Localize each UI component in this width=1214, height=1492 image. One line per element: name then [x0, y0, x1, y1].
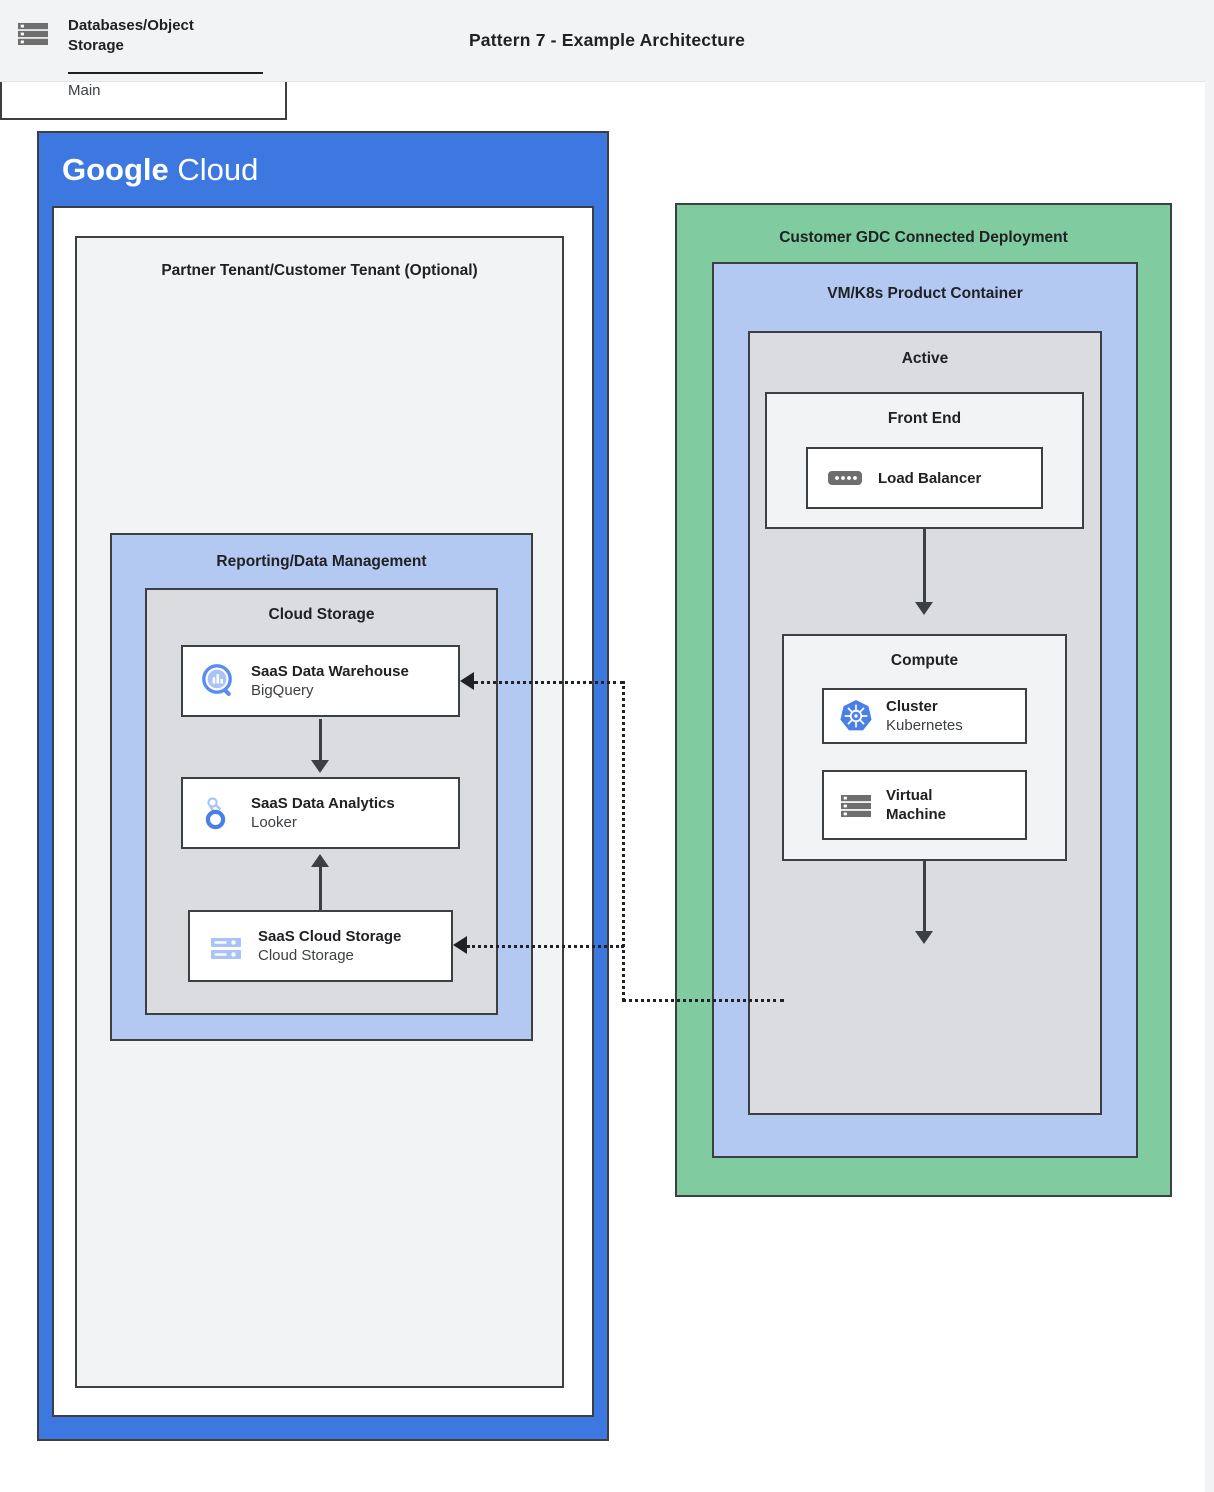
bigquery-icon — [197, 661, 241, 701]
service-name: Load Balancer — [878, 469, 982, 487]
load-balancer-icon — [824, 465, 866, 491]
service-name: Cluster — [886, 698, 938, 715]
database-instance-label: Main — [68, 82, 101, 99]
arrow-frontend-to-compute-head — [915, 602, 933, 615]
compute-group-title: Compute — [890, 652, 959, 669]
looker-icon — [197, 793, 241, 833]
database-card-divider — [68, 72, 263, 74]
service-card-text: SaaS Data Analytics Looker — [251, 794, 395, 832]
database-card-header: Databases/Object Storage — [14, 16, 228, 56]
service-name: SaaS Data Analytics — [251, 795, 395, 812]
service-card-text: Load Balancer — [878, 469, 981, 488]
service-card-text: Virtual Machine — [886, 786, 946, 824]
cloud-storage-icon — [204, 926, 248, 966]
customer-gdc-deployment-title: Customer GDC Connected Deployment — [779, 229, 1068, 246]
reporting-data-management-title: Reporting/Data Management — [216, 553, 427, 570]
arrow-gcs-to-looker-line — [319, 866, 322, 910]
service-product: BigQuery — [251, 682, 314, 699]
service-product: Looker — [251, 814, 297, 831]
google-cloud-logo-light: Cloud — [177, 152, 259, 187]
arrow-bigquery-to-looker-head — [311, 760, 329, 773]
kubernetes-icon — [836, 697, 876, 735]
service-name: Virtual — [886, 787, 933, 804]
arrow-bigquery-to-looker-line — [319, 719, 322, 762]
service-card-text: SaaS Data Warehouse BigQuery — [251, 662, 409, 700]
dotted-link-to-data-warehouse — [474, 681, 624, 684]
service-name: SaaS Data Warehouse — [251, 663, 409, 680]
virtual-machine-icon — [836, 786, 876, 824]
vm-k8s-product-container-title: VM/K8s Product Container — [827, 285, 1023, 302]
arrow-compute-to-database-head — [915, 931, 933, 944]
arrow-frontend-to-compute-line — [923, 529, 926, 604]
page-title: Pattern 7 - Example Architecture — [468, 30, 746, 50]
service-card-virtual-machine[interactable]: Virtual Machine — [822, 770, 1027, 840]
arrow-gcs-to-looker-head — [311, 854, 329, 867]
google-cloud-logo-bold: Google — [62, 152, 169, 187]
dotted-link-vertical-riser — [622, 681, 625, 1001]
service-card-saas-data-warehouse[interactable]: SaaS Data Warehouse BigQuery — [181, 645, 460, 717]
service-card-cluster[interactable]: Cluster Kubernetes — [822, 688, 1027, 744]
database-card-text: Databases/Object Storage — [58, 16, 228, 56]
service-product: Kubernetes — [886, 717, 963, 734]
cloud-storage-group-title: Cloud Storage — [268, 606, 375, 623]
active-zone-title: Active — [901, 350, 949, 367]
partner-tenant-title: Partner Tenant/Customer Tenant (Optional… — [161, 262, 478, 279]
dotted-link-to-cloud-storage — [467, 945, 624, 948]
arrow-compute-to-database-line — [923, 861, 926, 938]
dotted-link-to-data-warehouse-arrowhead — [460, 672, 474, 690]
service-product: Cloud Storage — [258, 947, 354, 964]
database-storage-icon — [14, 16, 58, 56]
service-name: Databases/Object — [68, 17, 194, 34]
service-card-text: Cluster Kubernetes — [886, 697, 963, 735]
service-card-load-balancer[interactable]: Load Balancer — [806, 447, 1043, 509]
front-end-group-title: Front End — [887, 410, 962, 427]
service-card-text: SaaS Cloud Storage Cloud Storage — [258, 927, 401, 965]
service-card-saas-cloud-storage[interactable]: SaaS Cloud Storage Cloud Storage — [188, 910, 453, 982]
service-card-saas-data-analytics[interactable]: SaaS Data Analytics Looker — [181, 777, 460, 849]
google-cloud-logo: Google Cloud — [62, 152, 258, 188]
service-name-line2: Machine — [886, 806, 947, 823]
service-name-line2: Storage — [68, 37, 124, 54]
dotted-link-to-cloud-storage-arrowhead — [453, 936, 467, 954]
page-header: Pattern 7 - Example Architecture — [0, 0, 1214, 82]
service-name: SaaS Cloud Storage — [258, 928, 402, 945]
right-rail — [1205, 81, 1214, 1492]
dotted-link-database-bottom — [622, 999, 784, 1002]
